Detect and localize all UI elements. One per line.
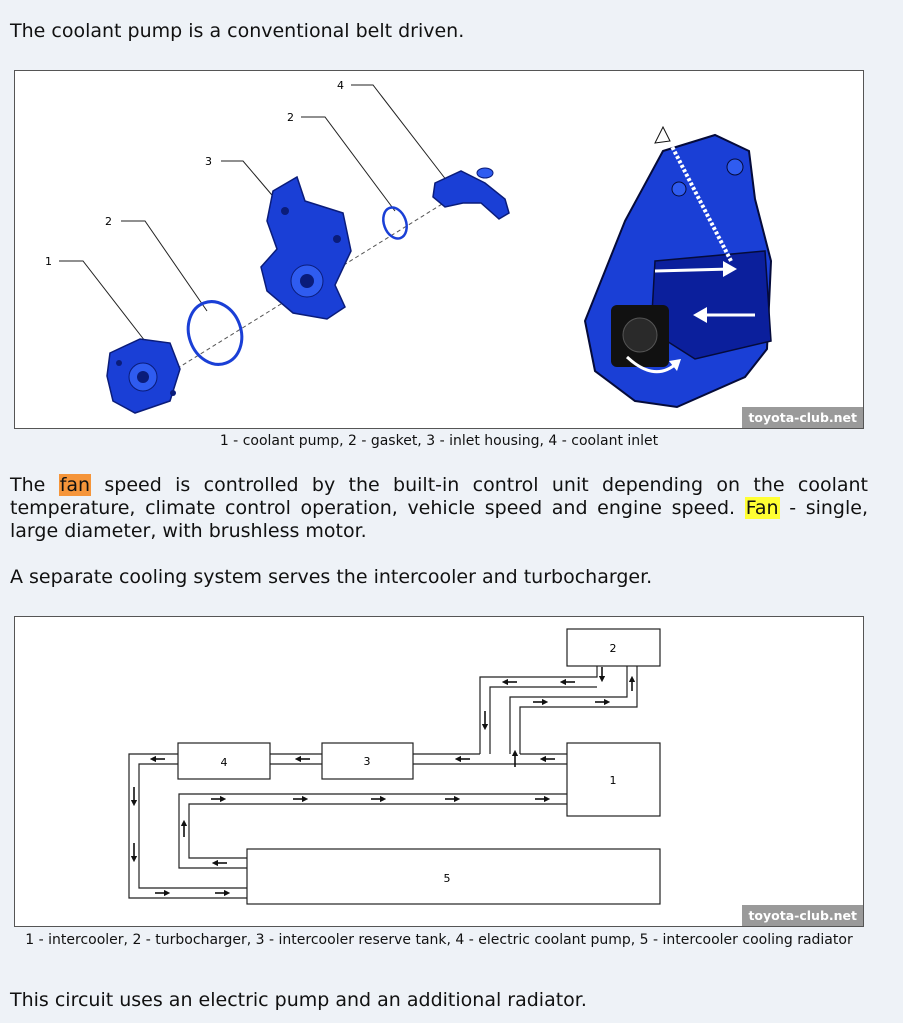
paragraph-fan-text-3: - single, large diameter, with brushless…	[10, 497, 869, 542]
search-highlight-fan-2: Fan	[744, 497, 780, 519]
caption-intercooler-circuit: 1 - intercooler, 2 - turbocharger, 3 - i…	[25, 932, 853, 948]
callout-1: 1	[45, 255, 52, 268]
box-electric-coolant-pump	[177, 742, 271, 780]
paragraph-intercooler: A separate cooling system serves the int…	[10, 566, 653, 588]
callout-3: 3	[205, 155, 212, 168]
watermark: toyota-club.net	[742, 407, 863, 428]
intercooler-circuit-diagram: 1 2 3 4 5	[128, 628, 661, 905]
callout-2-right: 2	[287, 111, 294, 124]
callout-2-left: 2	[105, 215, 112, 228]
box-intercooler-reserve-tank	[321, 742, 414, 780]
label-4: 4	[221, 756, 228, 769]
label-3: 3	[364, 755, 371, 768]
intercooler-circuit-figure: 1 2 3 4 5	[14, 616, 864, 927]
box-turbocharger	[566, 628, 661, 667]
watermark: toyota-club.net	[742, 905, 863, 926]
callout-4: 4	[337, 79, 344, 92]
paragraph-fan: The fan speed is controlled by the built…	[10, 474, 868, 543]
paragraph-circuit: This circuit uses an electric pump and a…	[10, 989, 587, 1011]
inlet-housing-part	[260, 175, 352, 320]
pump-cutaway-illustration	[583, 125, 773, 409]
label-5: 5	[444, 872, 451, 885]
coolant-pump-drawing: 1 2 3 4 2	[45, 79, 773, 414]
paragraph-coolant-pump: The coolant pump is a conventional belt …	[10, 20, 465, 42]
paragraph-fan-text-2: speed is controlled by the built-in cont…	[10, 474, 868, 519]
label-2: 2	[610, 642, 617, 655]
coolant-inlet-part	[432, 167, 510, 220]
gasket-right	[382, 206, 408, 240]
search-highlight-fan: fan	[58, 474, 92, 496]
gasket-left	[186, 300, 244, 366]
box-intercooler	[566, 742, 661, 817]
coolant-pump-figure: 1 2 3 4 2	[14, 70, 864, 429]
caption-coolant-pump: 1 - coolant pump, 2 - gasket, 3 - inlet …	[219, 433, 659, 449]
box-intercooler-radiator	[246, 848, 661, 905]
coolant-pump-part	[106, 338, 181, 414]
paragraph-fan-text-1: The	[10, 474, 59, 496]
label-1: 1	[610, 774, 617, 787]
